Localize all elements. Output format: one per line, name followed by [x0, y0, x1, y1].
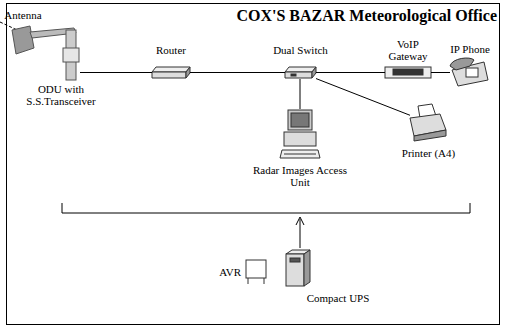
diagram-title: COX'S BAZAR Meteorological Office: [236, 7, 497, 25]
switch-icon: [285, 67, 316, 78]
device-label: Antenna: [0, 9, 58, 21]
ups-icon: [286, 250, 310, 286]
avr-icon: [246, 260, 266, 284]
phone-icon: [450, 58, 488, 86]
office-border: [7, 4, 500, 325]
computer-icon: [280, 110, 320, 158]
device-label: Router: [141, 44, 201, 56]
device-node: IP Phone: [450, 58, 490, 87]
device-label: IP Phone: [442, 43, 498, 55]
gateway-icon: [385, 67, 431, 78]
antenna-icon: [12, 26, 79, 80]
device-label: ODU with S.S.Transceiver: [16, 83, 106, 107]
device-node: Antenna: [10, 24, 36, 56]
device-label: Printer (A4): [389, 147, 469, 159]
link-line: [316, 79, 410, 116]
device-node: Dual Switch: [285, 66, 316, 79]
device-node: ODU with S.S.Transceiver: [62, 28, 80, 80]
device-label: VoIP Gateway: [385, 38, 431, 62]
network-link: [80, 72, 152, 73]
device-node: Printer (A4): [410, 103, 447, 142]
power-bracket: [62, 203, 470, 248]
device-label: Radar Images Access Unit: [250, 164, 350, 188]
device-node: VoIP Gateway: [385, 66, 431, 79]
device-node: AVR: [245, 259, 267, 285]
link-line: [431, 72, 450, 73]
link-line: [80, 72, 152, 73]
network-link: [316, 72, 385, 73]
network-link: [190, 72, 285, 73]
router-icon: [152, 67, 190, 78]
device-label: Dual Switch: [261, 44, 341, 56]
network-link: [300, 79, 301, 109]
printer-icon: [410, 104, 446, 141]
device-node: Compact UPS: [285, 249, 311, 287]
device-label: AVR: [201, 266, 241, 278]
link-line: [300, 79, 301, 109]
network-link: [316, 79, 410, 116]
link-line: [316, 72, 385, 73]
device-node: Router: [152, 66, 190, 79]
link-line: [190, 72, 285, 73]
device-label: Compact UPS: [298, 292, 378, 304]
network-link: [431, 72, 450, 73]
device-node: Radar Images Access Unit: [280, 109, 320, 159]
